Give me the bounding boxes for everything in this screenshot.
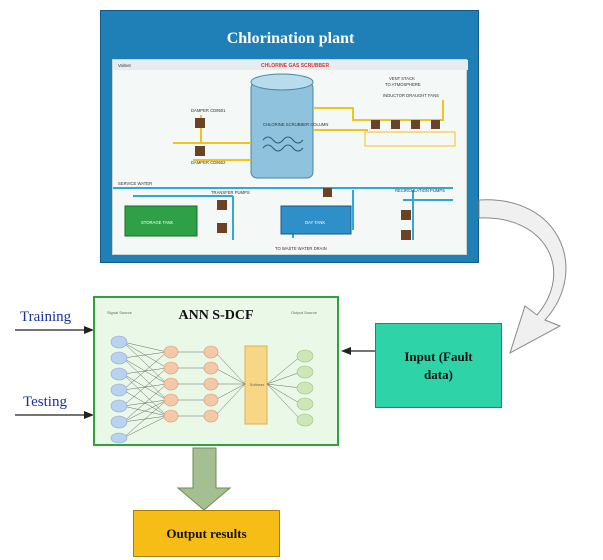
arrowhead <box>341 347 351 355</box>
output-results-box: Output results <box>133 510 280 557</box>
curved-arrow <box>478 199 567 355</box>
chlorination-plant-panel: Chlorination plant Valmet CHLORINE GAS S… <box>100 10 479 263</box>
down-arrow <box>176 447 232 511</box>
input-layer-nodes <box>110 335 128 444</box>
mixer-valve <box>323 188 332 197</box>
fan-units <box>364 120 456 147</box>
transfer-pumps-label: TRANSFER PUMPS <box>211 190 250 195</box>
output-layer-nodes <box>296 349 314 427</box>
network-connections <box>122 341 302 439</box>
recirculation-pumps-label: RECIRCULATION PUMPS <box>395 188 445 193</box>
signal-source-label: Signal Source <box>107 310 132 315</box>
column-wave <box>262 144 304 152</box>
chlorine-gas-scrubber-schematic: Valmet CHLORINE GAS SCRUBBER VENT STACK … <box>112 59 468 255</box>
service-water-label: SERVICE WATER <box>118 181 152 186</box>
vent-stack-label: VENT STACK <box>389 76 415 81</box>
softmax-label: Softmax <box>249 382 265 387</box>
transfer-pump <box>217 223 227 233</box>
input-label: Input (Fault data) <box>404 348 472 384</box>
damper-valve <box>195 146 205 156</box>
schematic-drawing: Valmet CHLORINE GAS SCRUBBER VENT STACK … <box>113 60 468 251</box>
softmax-layer <box>244 345 268 425</box>
output-source-label: Output Source <box>291 310 317 315</box>
column-label: CHLORINE SCRUBBER COLUMN <box>263 122 328 127</box>
recirculation-pump <box>401 210 411 220</box>
storage-tank-label: STORAGE TANK <box>141 220 174 225</box>
damper-label: DAMPER CD9502 <box>191 160 226 165</box>
damper-valve <box>195 118 205 128</box>
ann-title: ANN S-DCF <box>178 308 254 323</box>
neural-network-diagram <box>110 335 314 444</box>
schematic-header: CHLORINE GAS SCRUBBER <box>261 63 329 69</box>
transfer-pump <box>217 200 227 210</box>
schematic-logo: Valmet <box>118 63 132 68</box>
column-wave <box>262 136 304 144</box>
day-tank-label: DAY TANK <box>305 220 325 225</box>
input-label-line2: data) <box>424 366 453 382</box>
input-label-line1: Input (Fault <box>404 348 473 364</box>
gas-piping <box>173 100 444 161</box>
hidden-layer-nodes <box>163 345 219 423</box>
scrubber-top <box>250 73 314 91</box>
input-fault-data-box: Input (Fault data) <box>375 323 502 408</box>
ann-sdcf-box: ANN S-DCF Signal Source Output Source <box>93 296 339 446</box>
day-tank <box>280 205 352 235</box>
to-atmosphere-label: TO ATMOSPHERE <box>385 82 421 87</box>
damper-label: DAMPER CD9501 <box>191 108 226 113</box>
schematic-header-bar <box>113 60 468 70</box>
testing-label: Testing <box>23 394 67 410</box>
arrowhead <box>84 411 94 419</box>
fans-label: INDUCTOR DRAUGHT FANS <box>383 93 439 98</box>
recirculation-pump <box>401 230 411 240</box>
storage-tank <box>124 205 198 237</box>
plant-title: Chlorination plant <box>226 30 355 47</box>
training-label: Training <box>20 309 72 325</box>
arrowhead <box>84 326 94 334</box>
output-label: Output results <box>166 525 247 541</box>
waste-drain-label: TO WASTE WATER DRAIN <box>275 246 327 251</box>
